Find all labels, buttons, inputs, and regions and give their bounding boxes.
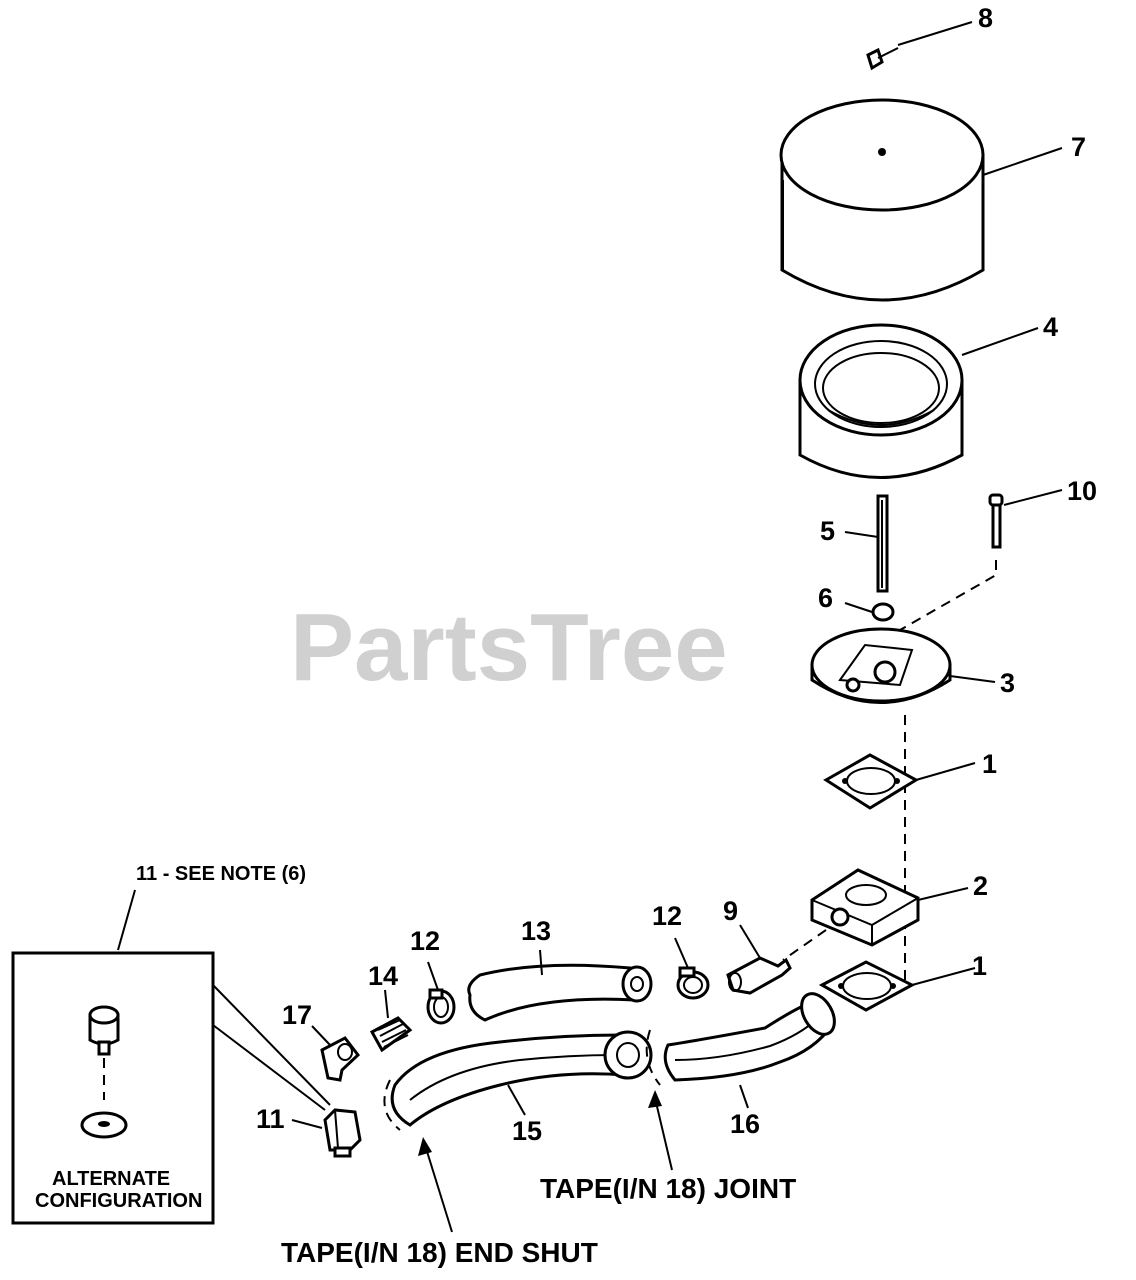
leader-11 [291, 1119, 323, 1129]
part-7-cover [779, 98, 985, 302]
callout-12-right: 12 [652, 901, 682, 931]
leader-14 [384, 989, 389, 1019]
part-11-fitting [323, 1108, 362, 1158]
inset-caption-line1: ALTERNATE [52, 1168, 170, 1190]
inset-caption-line2: CONFIGURATION [35, 1190, 202, 1212]
callout-1-upper: 1 [982, 749, 997, 779]
leader-15 [507, 1084, 526, 1116]
leader-17 [311, 1025, 331, 1046]
note-tape-end-shut: TAPE(I/N 18) END SHUT [281, 1237, 598, 1268]
callout-16: 16 [730, 1109, 760, 1139]
leader-2 [917, 887, 969, 901]
part-2-adapter [810, 868, 920, 947]
dashed-align-9 [782, 929, 827, 961]
part-13-hose [467, 963, 653, 1022]
callout-12-left: 12 [410, 926, 440, 956]
inset-alternate-configuration [11, 889, 331, 1225]
callout-3: 3 [1000, 668, 1015, 698]
part-10-bolt [988, 493, 1004, 549]
callout-17: 17 [282, 1000, 312, 1030]
dashed-tape-joint [645, 1029, 661, 1086]
callout-10: 10 [1067, 476, 1097, 506]
leader-4 [961, 327, 1039, 356]
leader-6 [844, 602, 873, 613]
callout-5: 5 [820, 516, 835, 546]
leader-3 [949, 675, 996, 683]
part-15-hose [390, 1030, 653, 1127]
leader-7 [982, 147, 1063, 176]
arrow-tape-joint [648, 1090, 673, 1171]
part-4-element [798, 323, 964, 479]
arrow-tape-end-shut [418, 1137, 453, 1233]
dashed-align-10 [899, 560, 997, 631]
callout-15: 15 [512, 1116, 542, 1146]
callout-13: 13 [521, 916, 551, 946]
callout-9: 9 [723, 896, 738, 926]
part-14-coupling [369, 1016, 413, 1053]
callout-6: 6 [818, 583, 833, 613]
part-12-clamp-right [676, 966, 710, 1000]
watermark: PartsTree [290, 594, 728, 701]
callout-8: 8 [978, 3, 993, 33]
part-6-nut [871, 602, 895, 622]
leader-1b [911, 967, 976, 986]
note-tape-joint: TAPE(I/N 18) JOINT [540, 1173, 796, 1204]
part-1-gasket-upper [823, 753, 920, 810]
leader-13 [539, 949, 543, 976]
dashed-tape-end [383, 1079, 401, 1131]
callout-1-lower: 1 [972, 951, 987, 981]
callout-4: 4 [1043, 312, 1058, 342]
callout-11: 11 [256, 1104, 285, 1134]
part-8-wing-screw [866, 47, 899, 71]
part-9-fitting [726, 956, 792, 995]
part-12-clamp-left [426, 988, 456, 1025]
part-3-base [810, 627, 952, 704]
leader-10 [1003, 489, 1063, 506]
leader-16 [739, 1084, 749, 1109]
callout-14: 14 [368, 961, 398, 991]
callout-2: 2 [973, 871, 988, 901]
leader-12a [427, 961, 439, 991]
leader-9 [739, 924, 761, 959]
part-16-hose [663, 992, 836, 1082]
part-5-stud [876, 494, 889, 593]
leader-5 [844, 531, 879, 538]
part-17-elbow [320, 1036, 361, 1082]
inset-title: 11 - SEE NOTE (6) [136, 863, 306, 885]
leader-1a [915, 762, 976, 781]
part-1-gasket-lower [818, 960, 916, 1012]
leader-12b [674, 937, 689, 969]
leader-8 [897, 21, 973, 46]
callout-7: 7 [1071, 132, 1086, 162]
